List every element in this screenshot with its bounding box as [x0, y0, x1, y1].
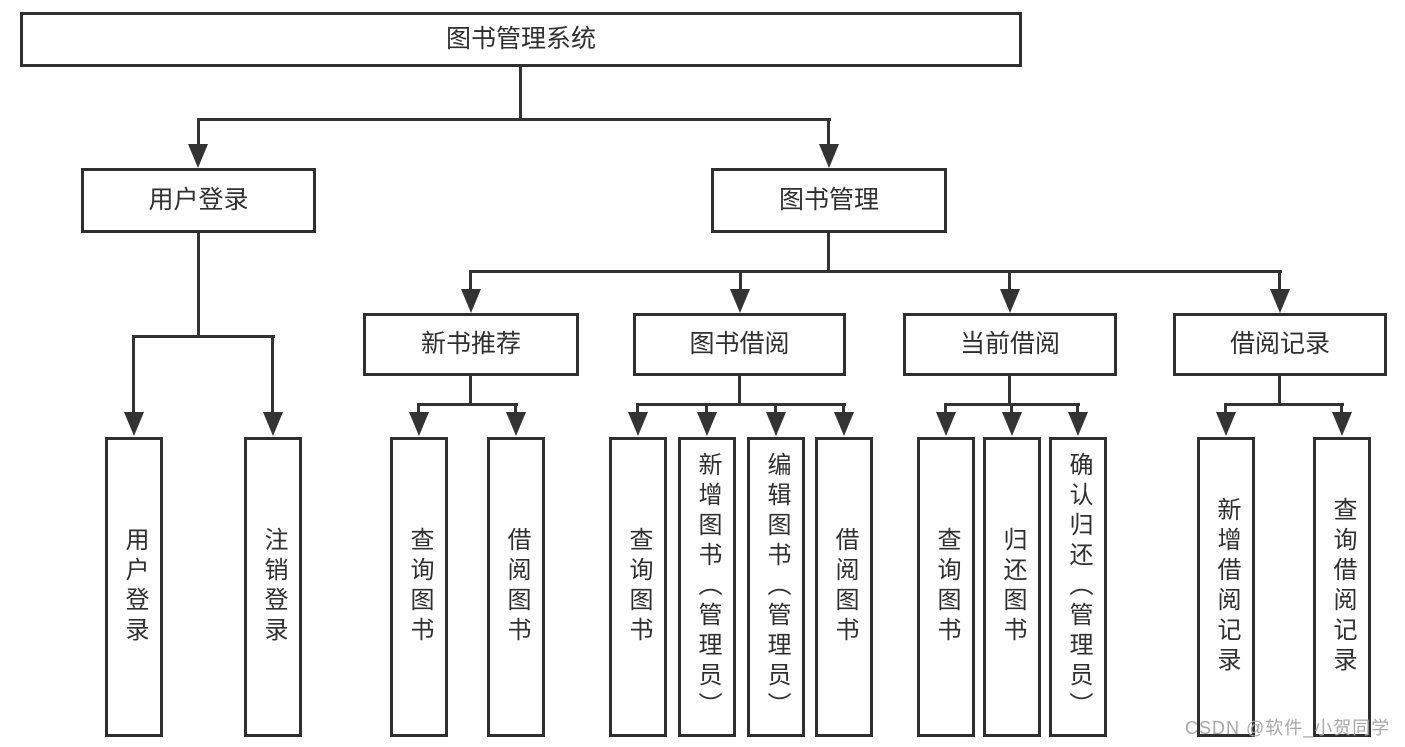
node-label: 新书推荐 — [420, 330, 521, 358]
edge-vline — [271, 335, 274, 414]
edge-vline — [842, 403, 845, 414]
edge-vline — [1224, 403, 1227, 414]
arrow-down-icon — [766, 412, 786, 436]
edge-vline — [738, 376, 741, 406]
edge-vline — [417, 403, 420, 414]
edge-vline — [514, 403, 517, 414]
edge-vline — [197, 118, 200, 146]
node-label: 当前借阅 — [959, 330, 1060, 358]
node-label: 查询图书 — [933, 527, 960, 647]
node-leaf-return-books: 归还图书 — [983, 437, 1041, 737]
node-leaf-logout: 注销登录 — [244, 437, 302, 737]
edge-vline — [1008, 270, 1011, 291]
edge-vline — [1010, 403, 1013, 414]
node-leaf-edit-books-admin: 编辑图书（管理员） — [747, 437, 805, 737]
node-root-label: 图书管理系统 — [445, 25, 596, 53]
arrow-down-icon — [1000, 289, 1020, 313]
edge-vline — [1008, 376, 1011, 406]
node-leaf-user-login: 用户登录 — [105, 437, 163, 737]
edge-vline — [705, 403, 708, 414]
edge-vline — [469, 270, 472, 291]
edge-vline — [469, 376, 472, 406]
node-user-login: 用户登录 — [81, 168, 316, 233]
node-leaf-query-borrow-record: 查询借阅记录 — [1313, 437, 1371, 737]
edge-hline — [1224, 403, 1344, 406]
node-leaf-borrow-books: 借阅图书 — [815, 437, 873, 737]
edge-hline — [197, 118, 831, 121]
edge-vline — [827, 118, 830, 146]
node-new-book-recommend: 新书推荐 — [363, 313, 579, 376]
edge-hline — [469, 270, 1282, 273]
edge-hline — [132, 335, 275, 338]
node-label: 借阅图书 — [831, 527, 858, 647]
node-leaf-borrow-books: 借阅图书 — [487, 437, 545, 737]
node-label: 图书借阅 — [689, 330, 790, 358]
node-label: 编辑图书（管理员） — [763, 452, 790, 722]
arrow-down-icon — [1270, 289, 1290, 313]
node-label: 借阅记录 — [1229, 330, 1330, 358]
arrow-down-icon — [263, 412, 283, 436]
edge-hline — [636, 403, 846, 406]
edge-vline — [827, 233, 830, 273]
node-label: 注销登录 — [260, 527, 287, 647]
node-label: 新增图书（管理员） — [694, 452, 721, 722]
node-current-borrow: 当前借阅 — [903, 313, 1117, 376]
node-book-borrow: 图书借阅 — [633, 313, 846, 376]
node-label: 确认归还（管理员） — [1065, 452, 1092, 722]
node-book-management: 图书管理 — [711, 168, 947, 233]
node-label: 用户登录 — [148, 186, 249, 214]
node-label: 图书管理 — [778, 186, 879, 214]
node-leaf-add-books-admin: 新增图书（管理员） — [678, 437, 736, 737]
edge-vline — [1076, 403, 1079, 414]
node-label: 归还图书 — [999, 527, 1026, 647]
node-leaf-query-books: 查询图书 — [609, 437, 667, 737]
arrow-down-icon — [124, 412, 144, 436]
edge-vline — [739, 270, 742, 291]
node-leaf-confirm-return-admin: 确认归还（管理员） — [1049, 437, 1107, 737]
arrow-down-icon — [409, 412, 429, 436]
node-label: 查询借阅记录 — [1329, 497, 1356, 677]
node-leaf-query-books: 查询图书 — [390, 437, 448, 737]
edge-vline — [519, 67, 522, 121]
edge-vline — [636, 403, 639, 414]
arrow-down-icon — [461, 289, 481, 313]
arrow-down-icon — [1332, 412, 1352, 436]
node-root: 图书管理系统 — [20, 12, 1022, 67]
node-label: 查询图书 — [625, 527, 652, 647]
node-label: 借阅图书 — [503, 527, 530, 647]
node-label: 新增借阅记录 — [1213, 497, 1240, 677]
arrow-down-icon — [188, 144, 208, 168]
arrow-down-icon — [1002, 412, 1022, 436]
arrow-down-icon — [628, 412, 648, 436]
edge-vline — [774, 403, 777, 414]
arrow-down-icon — [697, 412, 717, 436]
arrow-down-icon — [1068, 412, 1088, 436]
arrow-down-icon — [1216, 412, 1236, 436]
node-label: 查询图书 — [406, 527, 433, 647]
arrow-down-icon — [936, 412, 956, 436]
node-leaf-query-books: 查询图书 — [917, 437, 975, 737]
node-label: 用户登录 — [121, 527, 148, 647]
arrow-down-icon — [819, 144, 839, 168]
edge-vline — [197, 233, 200, 337]
edge-vline — [132, 335, 135, 414]
csdn-watermark: CSDN @软件_小贺同学 — [1185, 718, 1391, 738]
edge-vline — [1340, 403, 1343, 414]
edge-vline — [1278, 376, 1281, 406]
node-borrow-records: 借阅记录 — [1173, 313, 1387, 376]
node-leaf-add-borrow-record: 新增借阅记录 — [1197, 437, 1255, 737]
edge-vline — [1278, 270, 1281, 291]
arrow-down-icon — [730, 289, 750, 313]
arrow-down-icon — [834, 412, 854, 436]
arrow-down-icon — [506, 412, 526, 436]
edge-hline — [417, 403, 518, 406]
edge-vline — [944, 403, 947, 414]
